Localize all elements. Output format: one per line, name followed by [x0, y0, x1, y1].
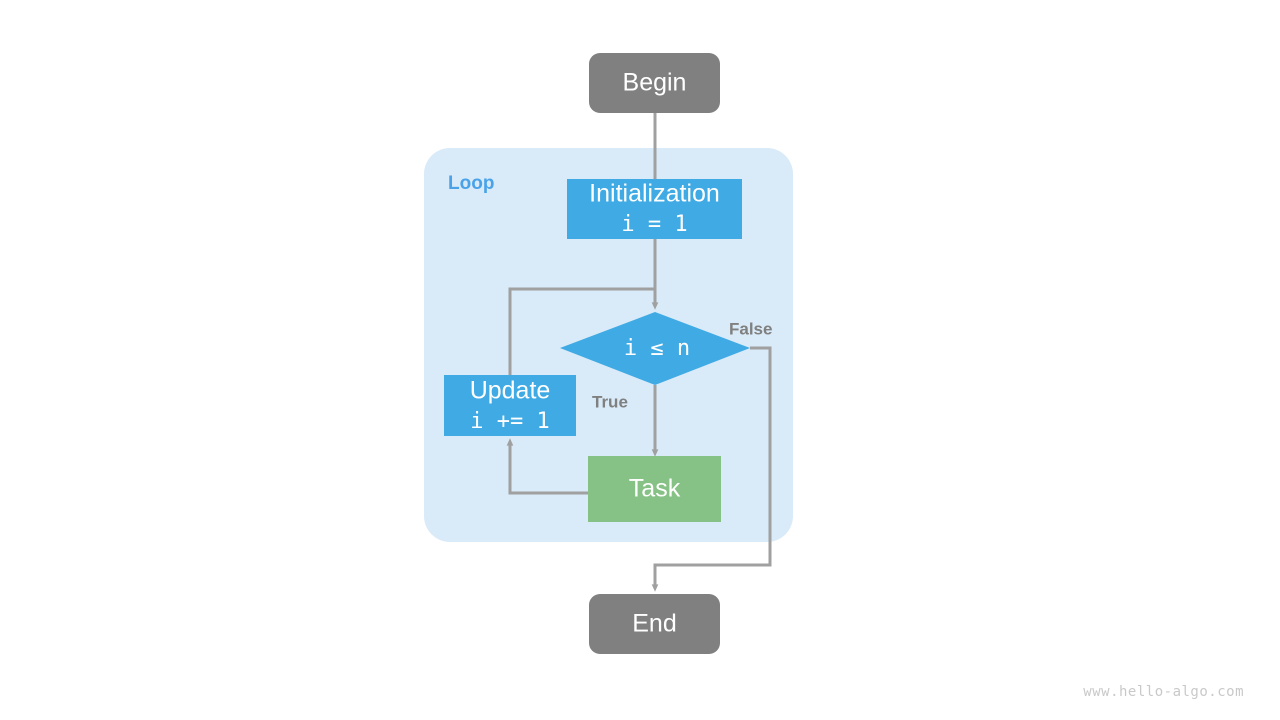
- edge-condition-false-to-end: [651, 346, 772, 592]
- node-initialization-shape: [567, 179, 742, 239]
- node-task-shape: [588, 456, 721, 522]
- edge-task-to-update: [506, 438, 588, 495]
- watermark: www.hello-algo.com: [1083, 684, 1244, 700]
- node-update-label: Update: [470, 377, 551, 405]
- node-condition-label: i ≤ n: [624, 336, 690, 361]
- node-update-shape: [444, 375, 576, 436]
- node-update-sublabel: i += 1: [470, 409, 549, 434]
- node-task[interactable]: Task: [588, 456, 721, 522]
- edge-update-to-condition: [508, 287, 655, 375]
- node-initialization-label: Initialization: [589, 180, 720, 208]
- node-begin-shape: [589, 53, 720, 113]
- node-condition-shape: [560, 312, 750, 385]
- node-initialization[interactable]: Initialization i = 1: [567, 179, 742, 239]
- node-end-label: End: [632, 610, 676, 638]
- node-end-shape: [589, 594, 720, 654]
- node-initialization-sublabel: i = 1: [621, 212, 687, 237]
- node-condition[interactable]: i ≤ n: [560, 312, 750, 385]
- loop-group-label: Loop: [448, 173, 494, 194]
- node-begin-label: Begin: [623, 69, 687, 97]
- edge-label-true: True: [592, 392, 628, 411]
- node-end[interactable]: End: [589, 594, 720, 654]
- edge-label-false: False: [729, 319, 772, 338]
- node-begin[interactable]: Begin: [589, 53, 720, 113]
- node-task-label: Task: [629, 475, 681, 503]
- node-update[interactable]: Update i += 1: [444, 375, 576, 436]
